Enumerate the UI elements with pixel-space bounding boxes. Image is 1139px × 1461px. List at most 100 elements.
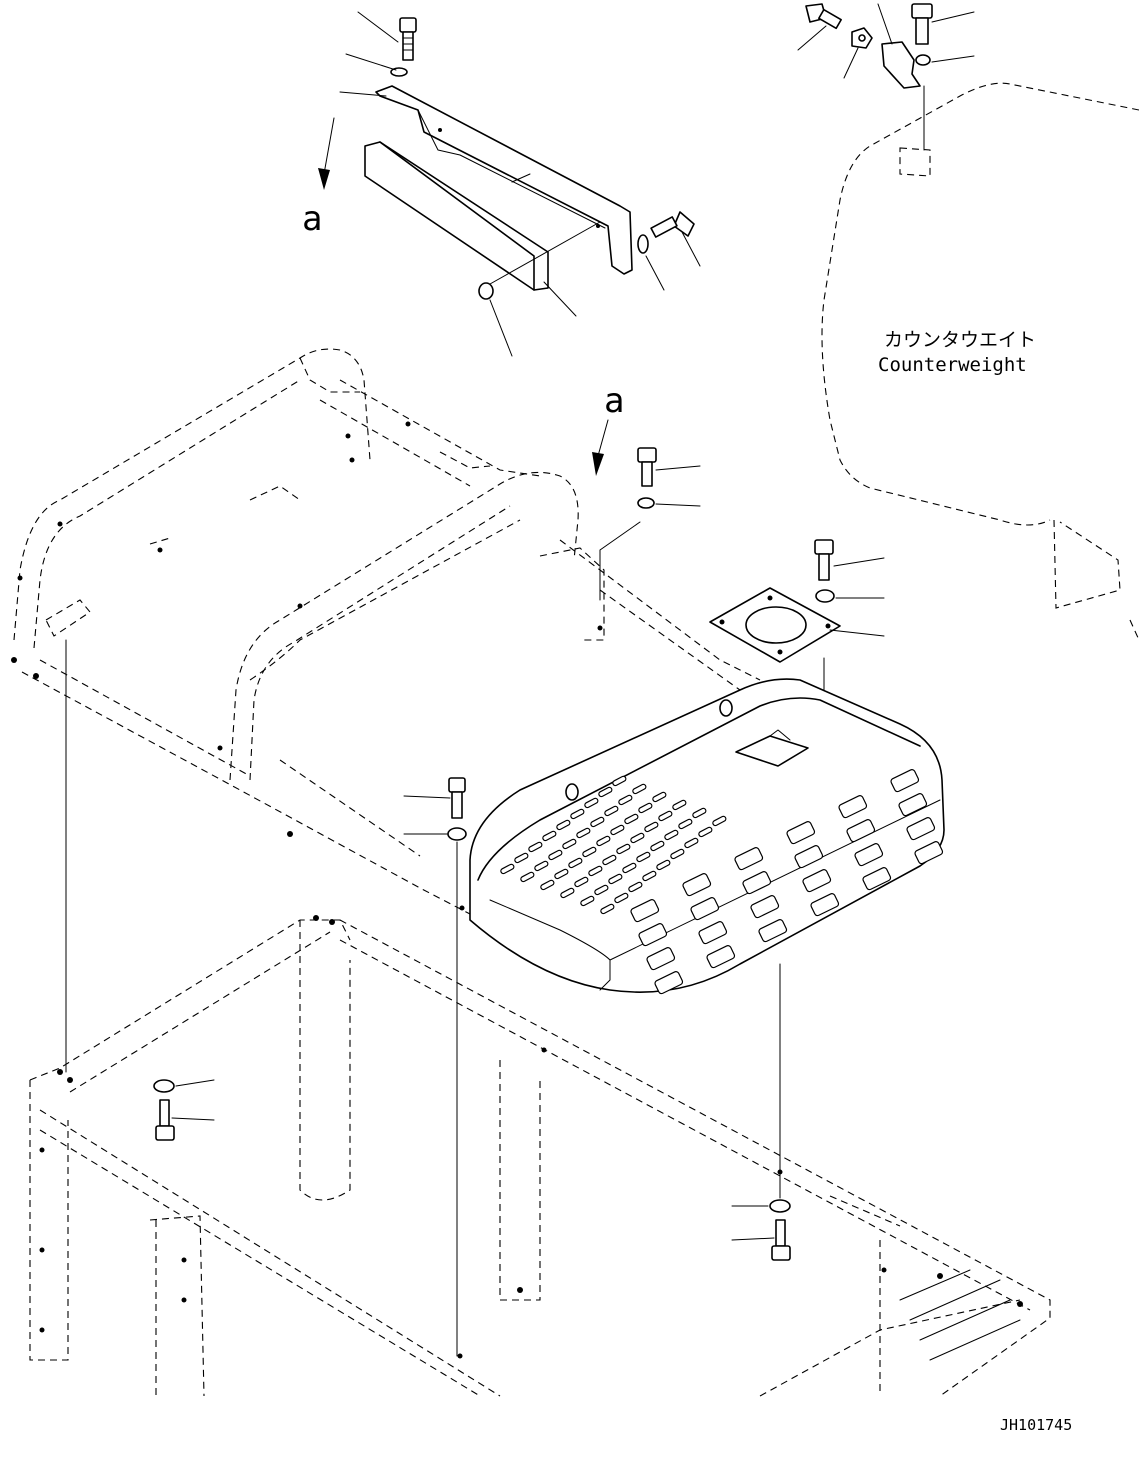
grille-opening — [682, 873, 712, 897]
vent-slot — [712, 815, 727, 827]
vent-slot — [514, 852, 529, 864]
grille-opening — [846, 819, 876, 843]
counterweight-label-jp: カウンタウエイト — [884, 329, 1036, 351]
bolt-stay-left — [805, 3, 842, 30]
plug — [478, 282, 494, 300]
vent-slot — [590, 816, 605, 828]
grille-opening — [862, 867, 892, 891]
vent-slot — [568, 857, 583, 869]
vent-slot — [628, 881, 643, 893]
grille-opening — [706, 945, 736, 969]
bolt-gasket — [814, 539, 834, 581]
bolt-stay-right — [911, 3, 933, 45]
vent-slot — [540, 879, 555, 891]
bracket-plate — [375, 85, 633, 275]
upper-frame: a — [11, 348, 761, 915]
vent-slot — [670, 848, 685, 860]
vent-slot — [698, 826, 713, 838]
bolt-top-left — [399, 17, 417, 61]
vent-slot — [604, 805, 619, 817]
grille-opening — [734, 847, 764, 871]
vent-slot — [598, 786, 613, 798]
vent-slot — [570, 808, 585, 820]
vent-slot — [596, 835, 611, 847]
vent-slot — [594, 884, 609, 896]
washer-cover-a — [637, 497, 655, 509]
vent-slot — [622, 862, 637, 874]
mounting-hardware — [65, 639, 791, 1357]
cover-vent-slots — [500, 769, 944, 995]
bolt-cover-middle — [448, 777, 466, 819]
grille-opening — [646, 947, 676, 971]
view-a-label-top: a — [302, 199, 322, 239]
vent-slot — [642, 870, 657, 882]
vent-slot — [630, 832, 645, 844]
vent-slot — [608, 873, 623, 885]
vent-slot — [644, 821, 659, 833]
bolt-frame-left — [155, 1099, 175, 1141]
vent-slot — [560, 887, 575, 899]
vent-slot — [520, 871, 535, 883]
grille-opening — [630, 899, 660, 923]
vent-slot — [528, 841, 543, 853]
grille-opening — [914, 841, 944, 865]
grille-opening — [794, 845, 824, 869]
bracket-assembly: a — [302, 11, 701, 357]
grille-opening — [890, 769, 920, 793]
grille-opening — [698, 921, 728, 945]
vent-slot — [612, 775, 627, 787]
vent-slot — [574, 876, 589, 888]
vent-slot — [650, 840, 665, 852]
vent-slot — [692, 807, 707, 819]
vent-slot — [556, 819, 571, 831]
vent-slot — [582, 846, 597, 858]
vent-slot — [614, 892, 629, 904]
vent-slot — [672, 799, 687, 811]
washer-frame-right — [769, 1199, 791, 1213]
bolt-cover-a — [637, 447, 657, 487]
grille-opening — [638, 923, 668, 947]
vent-slot — [656, 859, 671, 871]
vent-slot — [632, 783, 647, 795]
nut-stay — [851, 27, 873, 49]
vent-slot — [616, 843, 631, 855]
counterweight: カウンタウエイト Counterweight — [821, 82, 1139, 641]
vent-slot — [554, 868, 569, 880]
vent-slot — [652, 791, 667, 803]
washer-bracket-side — [637, 234, 649, 254]
vent-slot — [624, 813, 639, 825]
grille-opening — [854, 843, 884, 867]
stay-hardware — [797, 3, 975, 151]
grille-opening — [654, 971, 684, 995]
vent-slot — [602, 854, 617, 866]
washer-gasket — [815, 589, 835, 603]
vent-slot — [576, 827, 591, 839]
grille-opening — [690, 897, 720, 921]
vent-slot — [584, 797, 599, 809]
washer-frame-left — [153, 1079, 175, 1093]
grille-opening — [750, 895, 780, 919]
view-a-label-main: a — [604, 381, 624, 421]
lower-frame — [29, 915, 1051, 1397]
vent-slot — [638, 802, 653, 814]
washer-cover-middle — [447, 827, 467, 841]
vent-slot — [548, 849, 563, 861]
grille-opening — [898, 793, 928, 817]
washer-stay — [915, 54, 931, 66]
engine-cover — [469, 678, 945, 993]
grille-opening — [742, 871, 772, 895]
bolt-frame-right — [771, 1219, 791, 1261]
vent-slot — [658, 810, 673, 822]
vent-slot — [542, 830, 557, 842]
drawing-number: JH101745 — [1000, 1416, 1072, 1434]
vent-slot — [534, 860, 549, 872]
vent-slot — [500, 863, 515, 875]
bolt-bracket-side — [650, 211, 695, 238]
grille-opening — [906, 817, 936, 841]
grille-opening — [786, 821, 816, 845]
stay-bracket — [881, 41, 921, 89]
vent-slot — [618, 794, 633, 806]
vent-slot — [600, 903, 615, 915]
vent-slot — [610, 824, 625, 836]
